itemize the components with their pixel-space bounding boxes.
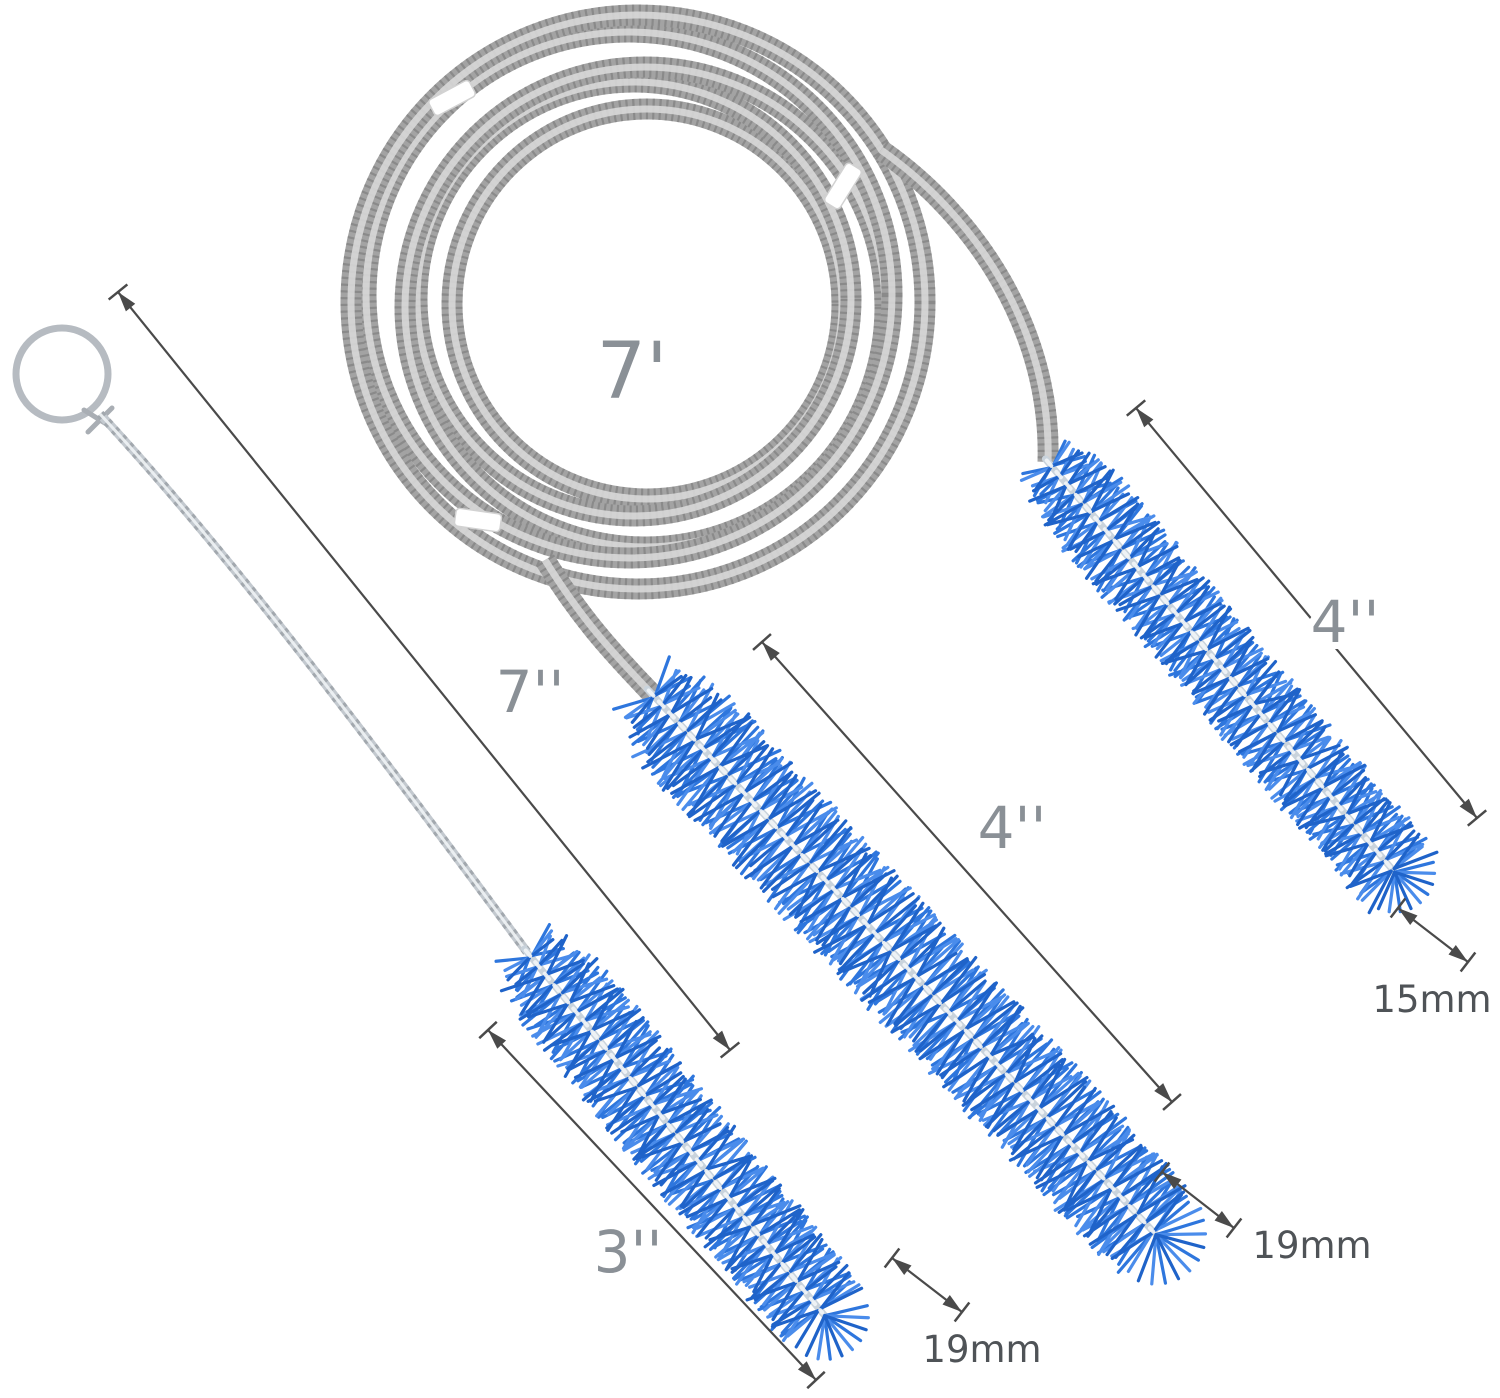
dim-line-right-brush-diameter <box>1389 897 1477 973</box>
brush-head-right-4in <box>1019 439 1439 915</box>
dim-line-hand-brush-total-length <box>107 283 741 1059</box>
brush-head-middle-4in <box>612 655 1208 1286</box>
label-hand-brush-diameter: 19mm <box>922 1328 1041 1371</box>
dim-line-hand-brush-diameter <box>883 1247 971 1323</box>
dim-line-middle-brush-diameter <box>1153 1161 1243 1239</box>
cable-tie <box>428 79 476 117</box>
cable-tie <box>823 162 863 210</box>
label-middle-brush-diameter: 19mm <box>1252 1224 1371 1267</box>
brush-head-hand-3in <box>494 923 870 1361</box>
dim-line-right-brush-length <box>1125 399 1488 827</box>
label-right-brush-length: 4'' <box>1311 588 1380 656</box>
label-coil-length: 7' <box>596 327 667 417</box>
label-middle-brush-length: 4'' <box>978 794 1047 862</box>
loop-handle <box>12 324 112 424</box>
label-hand-brush-total-length: 7'' <box>496 658 565 726</box>
label-hand-brush-head-length: 3'' <box>594 1218 663 1286</box>
dim-line-hand-brush-head-length <box>478 1020 826 1390</box>
label-right-brush-diameter: 15mm <box>1372 978 1491 1021</box>
dim-line-middle-brush-length <box>752 633 1182 1111</box>
dimension-annotations <box>107 283 1488 1390</box>
coiled-cable-7ft <box>351 15 1048 694</box>
